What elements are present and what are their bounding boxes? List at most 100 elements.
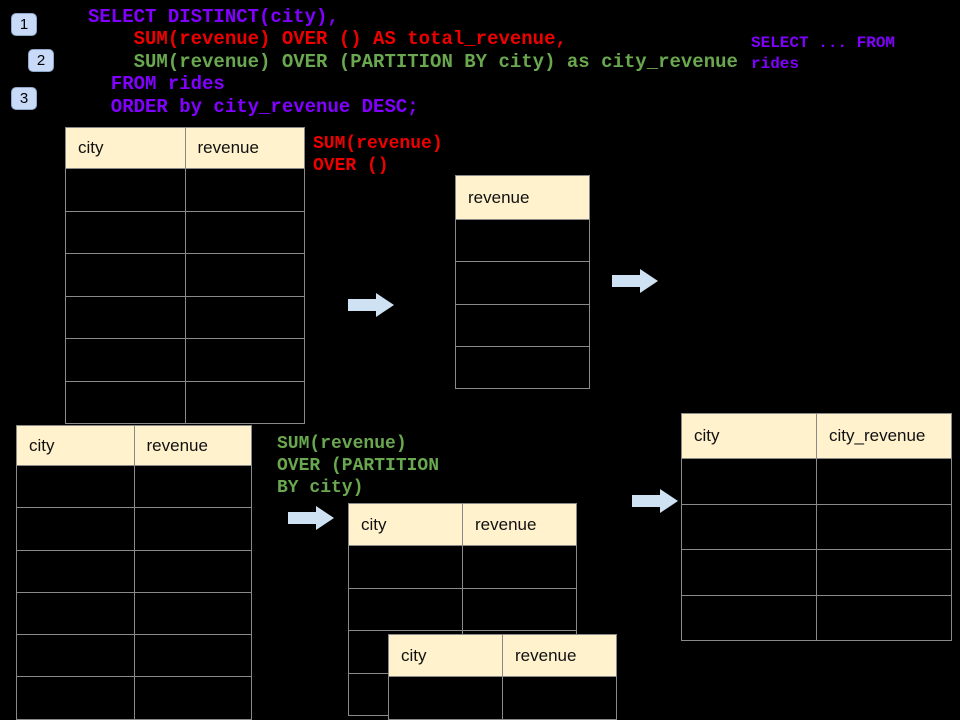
- step-badge-label: 2: [36, 52, 46, 69]
- table-row: [682, 503, 951, 550]
- empty-cell: [17, 635, 134, 676]
- table-row: [682, 549, 951, 595]
- step-badge-2: 2: [28, 49, 54, 72]
- empty-cell: [133, 635, 252, 677]
- empty-cell: [682, 459, 816, 504]
- empty-cell: [133, 677, 252, 719]
- code-line: SELECT ... FROM: [751, 34, 896, 52]
- empty-cell: [462, 588, 576, 630]
- arrow-right-icon: [612, 269, 658, 293]
- code-line: rides: [751, 55, 800, 73]
- empty-cell: [17, 508, 134, 549]
- table-row: [17, 676, 252, 719]
- code-line: SUM(revenue): [313, 134, 443, 154]
- table-row: [349, 587, 576, 631]
- empty-cell: [502, 677, 616, 719]
- code-line: OVER (PARTITION: [277, 456, 440, 476]
- column-header: city: [78, 138, 104, 157]
- arrow-right-icon: [632, 489, 678, 513]
- table-header-row: city revenue: [66, 128, 304, 168]
- code-line: SUM(revenue) OVER () AS total_revenue,: [88, 28, 567, 51]
- table-row: [66, 210, 305, 254]
- empty-cell: [349, 546, 462, 588]
- table-header-row: city revenue: [17, 426, 251, 465]
- table-row: [66, 295, 305, 339]
- empty-cell: [184, 211, 305, 253]
- empty-cell: [682, 550, 816, 595]
- arrow-head: [316, 506, 334, 530]
- table-row: [66, 338, 304, 381]
- code-line: OVER (): [313, 156, 389, 176]
- empty-cell: [349, 589, 462, 631]
- column-header: revenue: [184, 128, 305, 168]
- empty-cell: [17, 593, 134, 634]
- column-header: city: [401, 645, 427, 665]
- empty-cell: [456, 305, 589, 346]
- column-header: revenue: [502, 635, 616, 676]
- empty-cell: [66, 254, 185, 296]
- column-header: city: [361, 514, 387, 534]
- arrow-stem: [632, 495, 660, 507]
- code-line: SUM(revenue): [277, 434, 407, 454]
- empty-cell: [682, 505, 816, 550]
- table-header-row: city revenue: [389, 635, 616, 676]
- empty-cell: [184, 296, 305, 338]
- empty-cell: [456, 262, 589, 303]
- empty-cell: [17, 551, 134, 592]
- step-badge-label: 1: [19, 16, 29, 33]
- table-row: [456, 303, 589, 346]
- empty-cell: [184, 169, 305, 211]
- empty-cell: [66, 339, 185, 381]
- annotation-sum-over-empty: SUM(revenue)OVER (): [313, 133, 443, 177]
- table-partition-front: city revenue: [388, 634, 617, 720]
- code-line: FROM rides: [88, 73, 225, 96]
- table-row: [17, 549, 252, 592]
- empty-cell: [133, 466, 252, 508]
- step-badge-label: 3: [19, 90, 29, 107]
- arrow-stem: [348, 299, 376, 311]
- empty-cell: [66, 169, 185, 211]
- table-row: [66, 253, 304, 296]
- empty-cell: [816, 595, 951, 640]
- column-header: city: [29, 435, 55, 455]
- empty-cell: [66, 382, 185, 424]
- empty-cell: [133, 550, 252, 592]
- code-line: ORDER by city_revenue DESC;: [88, 95, 419, 118]
- column-header: city_revenue: [816, 414, 951, 458]
- empty-cell: [66, 212, 185, 254]
- empty-cell: [456, 220, 589, 261]
- empty-cell: [816, 550, 951, 595]
- empty-cell: [184, 339, 305, 381]
- empty-cell: [17, 466, 134, 507]
- arrow-right-icon: [288, 506, 334, 530]
- arrow-stem: [288, 512, 316, 524]
- code-line: SELECT DISTINCT(city),: [88, 6, 339, 28]
- step-badge-1: 1: [11, 13, 37, 36]
- table-row: [682, 458, 951, 504]
- empty-cell: [184, 254, 305, 296]
- step-badge-3: 3: [11, 87, 37, 110]
- empty-cell: [184, 381, 305, 423]
- empty-cell: [389, 677, 502, 719]
- table-row: [66, 380, 305, 424]
- empty-cell: [66, 297, 185, 339]
- column-header: revenue: [468, 187, 530, 207]
- column-header: revenue: [133, 426, 252, 465]
- table-total-result: revenue: [455, 175, 590, 390]
- empty-cell: [682, 596, 816, 641]
- arrow-head: [660, 489, 678, 513]
- arrow-head: [640, 269, 658, 293]
- table-header-row: revenue: [456, 176, 589, 219]
- table-row: [17, 591, 251, 635]
- arrow-right-icon: [348, 293, 394, 317]
- empty-cell: [17, 677, 134, 718]
- table-row: [456, 261, 589, 303]
- side-note-select-from-rides: SELECT ... FROM rides: [751, 33, 895, 75]
- table-source-total: city revenue: [65, 127, 305, 424]
- code-line: BY city): [277, 478, 364, 498]
